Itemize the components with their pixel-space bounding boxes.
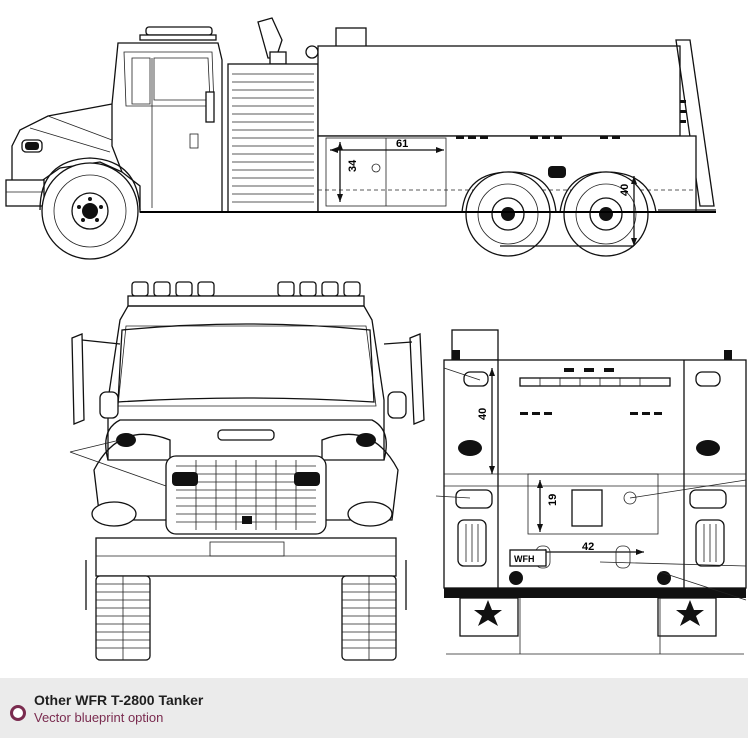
side-light-bar — [145, 26, 213, 36]
front-tires — [95, 575, 397, 661]
blueprint-svg: 61 34 40 — [5, 17, 747, 661]
front-grille — [165, 455, 327, 535]
caption-subtitle[interactable]: Vector blueprint option — [34, 710, 164, 725]
front-light-bar — [127, 295, 365, 307]
side-view: 61 34 40 — [5, 17, 716, 260]
side-water-tank — [317, 45, 681, 137]
dim-side-height: 34 — [347, 159, 359, 172]
side-nozzle — [257, 17, 283, 59]
dim-rear-middle: 19 — [547, 494, 559, 506]
dim-rear-upper: 40 — [477, 408, 489, 420]
rear-bumper — [444, 588, 746, 598]
caption-bar — [0, 678, 748, 738]
rear-plate-text: WFH — [514, 554, 535, 564]
tanker-blueprint-drawing: 61 34 40 — [5, 17, 747, 661]
rear-view: 40 19 — [435, 329, 747, 655]
side-fill-tower — [335, 27, 367, 49]
front-bumper — [95, 537, 397, 577]
front-cab — [107, 305, 385, 461]
rear-license-plate — [509, 549, 547, 567]
dim-side-length: 61 — [396, 138, 408, 150]
front-view — [69, 281, 425, 661]
circle-bullet-icon — [10, 705, 26, 721]
dim-rear-width: 42 — [582, 541, 594, 553]
caption-title: Other WFR T-2800 Tanker — [34, 692, 204, 708]
side-cab — [111, 42, 223, 213]
dim-side-rear: 40 — [619, 184, 631, 196]
side-front-bumper — [5, 179, 45, 207]
